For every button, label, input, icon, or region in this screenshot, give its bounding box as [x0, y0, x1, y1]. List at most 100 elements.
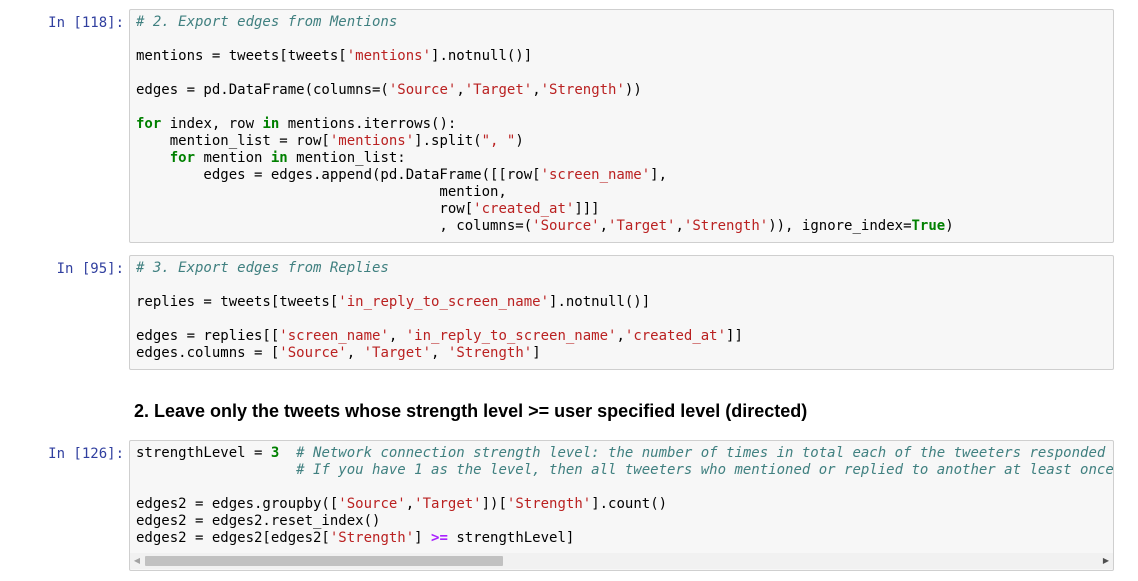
code-token: 'Target'	[464, 82, 533, 98]
scroll-left-icon[interactable]: ◀	[133, 556, 141, 565]
code-token: edges2 = edges2.reset_index()	[136, 513, 381, 529]
code-token: 'in_reply_to_screen_name'	[405, 328, 617, 344]
code-line: edges = pd.DataFrame(columns=('Source','…	[136, 82, 1113, 99]
code-editor[interactable]: # 3. Export edges from Replies replies = …	[129, 255, 1114, 370]
code-token: mentions = tweets[tweets[	[136, 48, 347, 64]
code-token: ].split(	[414, 133, 482, 149]
code-token: ,	[616, 328, 625, 344]
code-token: 'Strength'	[447, 345, 533, 361]
code-line: edges2 = edges2.reset_index()	[136, 513, 1113, 530]
code-token: mention	[195, 150, 271, 166]
code-token: 'Source'	[279, 345, 347, 361]
code-token: 'screen_name'	[540, 167, 651, 183]
code-token: edges2 = edges.groupby([	[136, 496, 339, 512]
code-line: mention_list = row['mentions'].split(", …	[136, 133, 1113, 150]
scroll-right-icon[interactable]: ▶	[1102, 556, 1110, 565]
code-token: 'Strength'	[329, 530, 415, 546]
code-line: row['created_at']]]	[136, 201, 1113, 218]
code-token: row[	[136, 201, 474, 217]
code-token: strengthLevel]	[447, 530, 575, 546]
code-token: # If you have 1 as the level, then all t…	[296, 462, 1114, 478]
code-token: 'created_at'	[473, 201, 575, 217]
code-token: ,	[532, 82, 541, 98]
code-token	[279, 445, 296, 461]
cell-prompt: In [95]:	[56, 261, 124, 277]
code-token	[136, 462, 296, 478]
code-token: )), ignore_index=	[768, 218, 912, 234]
code-token: ]	[414, 530, 432, 546]
code-editor[interactable]: # 2. Export edges from Mentions mentions …	[129, 9, 1114, 243]
code-token: , columns=(	[136, 218, 533, 234]
code-token: 'Source'	[388, 82, 457, 98]
code-token: 'Strength'	[506, 496, 592, 512]
scrollbar-thumb[interactable]	[145, 556, 503, 566]
horizontal-scrollbar[interactable]: ◀ ▶	[130, 553, 1113, 569]
code-token: ,	[346, 345, 364, 361]
code-token: strengthLevel =	[136, 445, 271, 461]
code-token: 'Strength'	[683, 218, 769, 234]
code-token: 'Strength'	[540, 82, 625, 98]
cell-prompt: In [118]:	[48, 15, 124, 31]
code-token: replies = tweets[tweets[	[136, 294, 339, 310]
code-token: ].count()	[591, 496, 668, 512]
code-line: edges.columns = ['Source', 'Target', 'St…	[136, 345, 1113, 362]
code-token: 'mentions'	[346, 48, 432, 64]
code-token: mention_list:	[287, 150, 406, 166]
code-token: True	[911, 218, 946, 234]
code-token: 3	[270, 445, 280, 461]
code-line	[136, 65, 1113, 82]
code-token: 'Target'	[363, 345, 432, 361]
page-scrollbar[interactable]	[1128, 0, 1138, 581]
code-content[interactable]: # 3. Export edges from Replies replies = …	[130, 256, 1113, 362]
code-token: # Network connection strength level: the…	[296, 445, 1106, 461]
code-line: mentions = tweets[tweets['mentions'].not…	[136, 48, 1113, 65]
code-token: 'created_at'	[624, 328, 727, 344]
code-token: for	[136, 116, 162, 132]
code-token: # 2. Export edges from Mentions	[136, 14, 398, 30]
code-line	[136, 311, 1113, 328]
code-line: for index, row in mentions.iterrows():	[136, 116, 1113, 133]
code-token: index, row	[161, 116, 263, 132]
code-content[interactable]: # 2. Export edges from Mentions mentions …	[130, 10, 1113, 235]
markdown-heading: 2. Leave only the tweets whose strength …	[134, 401, 808, 421]
code-line	[136, 277, 1113, 294]
code-token: edges.columns = [	[136, 345, 280, 361]
code-token: 'mentions'	[329, 133, 415, 149]
code-token: ].notnull()]	[549, 294, 651, 310]
code-token: edges2 = edges2[edges2[	[136, 530, 330, 546]
code-token: 'Target'	[414, 496, 482, 512]
code-line	[136, 99, 1113, 116]
code-token: )	[945, 218, 954, 234]
code-token: in	[270, 150, 288, 166]
code-token: 'Source'	[532, 218, 600, 234]
code-line: # 3. Export edges from Replies	[136, 260, 1113, 277]
code-line: strengthLevel = 3 # Network connection s…	[136, 445, 1113, 462]
code-line: # If you have 1 as the level, then all t…	[136, 462, 1113, 479]
code-line: for mention in mention_list:	[136, 150, 1113, 167]
code-token: # 3. Export edges from Replies	[136, 260, 389, 276]
code-token: ", "	[481, 133, 516, 149]
code-token: ,	[456, 82, 465, 98]
code-token	[136, 150, 170, 166]
code-line: edges2 = edges2[edges2['Strength'] >= st…	[136, 530, 1113, 547]
cell-prompt: In [126]:	[48, 446, 124, 462]
code-token: edges = pd.DataFrame(columns=(	[136, 82, 389, 98]
code-editor[interactable]: strengthLevel = 3 # Network connection s…	[129, 440, 1114, 571]
code-token: ,	[431, 345, 448, 361]
code-token: ))	[624, 82, 642, 98]
code-token: mention_list = row[	[136, 133, 330, 149]
code-line: edges2 = edges.groupby(['Source','Target…	[136, 496, 1113, 513]
code-line	[136, 479, 1113, 496]
code-token: ]	[532, 345, 541, 361]
code-line	[136, 31, 1113, 48]
code-token: )	[515, 133, 524, 149]
code-line: edges = edges.append(pd.DataFrame([[row[…	[136, 167, 1113, 184]
code-token: mention,	[136, 184, 507, 200]
code-token: 'screen_name'	[279, 328, 389, 344]
code-line: replies = tweets[tweets['in_reply_to_scr…	[136, 294, 1113, 311]
code-token: ,	[388, 328, 406, 344]
code-token: ,	[675, 218, 684, 234]
code-content[interactable]: strengthLevel = 3 # Network connection s…	[130, 441, 1113, 547]
code-token: for	[169, 150, 196, 166]
code-token: ]]	[726, 328, 743, 344]
